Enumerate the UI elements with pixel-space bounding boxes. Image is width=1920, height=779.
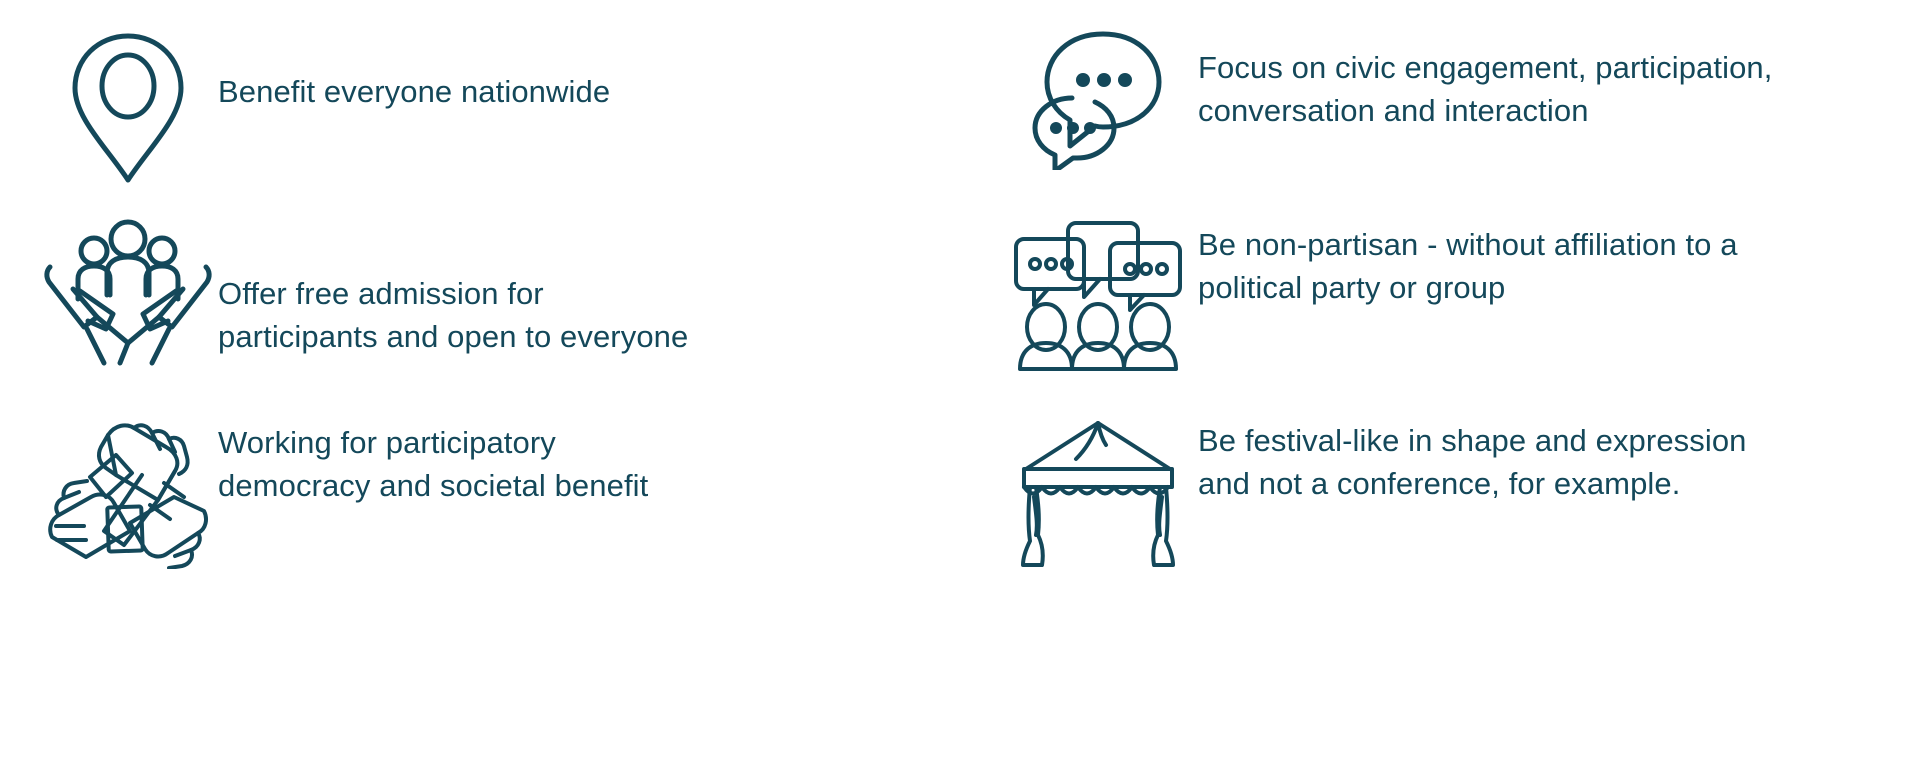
list-item: Be non-partisan - without affiliation to… — [960, 215, 1920, 407]
list-item: Focus on civic engagement, participation… — [960, 0, 1920, 215]
list-item: Be festival-like in shape and expression… — [960, 407, 1920, 779]
list-item-label: Focus on civic engagement, participation… — [1198, 50, 1773, 128]
group-discussion-icon — [978, 217, 1198, 373]
map-pin-icon — [38, 28, 218, 188]
interlocking-hands-icon — [38, 409, 218, 569]
list-item-label: Benefit everyone nationwide — [218, 74, 611, 109]
list-item-label: Offer free admission for participants an… — [218, 276, 689, 354]
list-item-label: Working for participatory democracy and … — [218, 425, 649, 503]
speech-bubbles-round-icon — [978, 28, 1198, 170]
hands-holding-people-icon — [38, 217, 218, 367]
list-item: Benefit everyone nationwide — [0, 0, 960, 215]
list-item-label: Be festival-like in shape and expression… — [1198, 423, 1747, 501]
list-item-label: Be non-partisan - without affiliation to… — [1198, 227, 1738, 305]
list-item: Working for participatory democracy and … — [0, 407, 960, 779]
list-item: Offer free admission for participants an… — [0, 215, 960, 407]
festival-tent-icon — [978, 409, 1198, 569]
